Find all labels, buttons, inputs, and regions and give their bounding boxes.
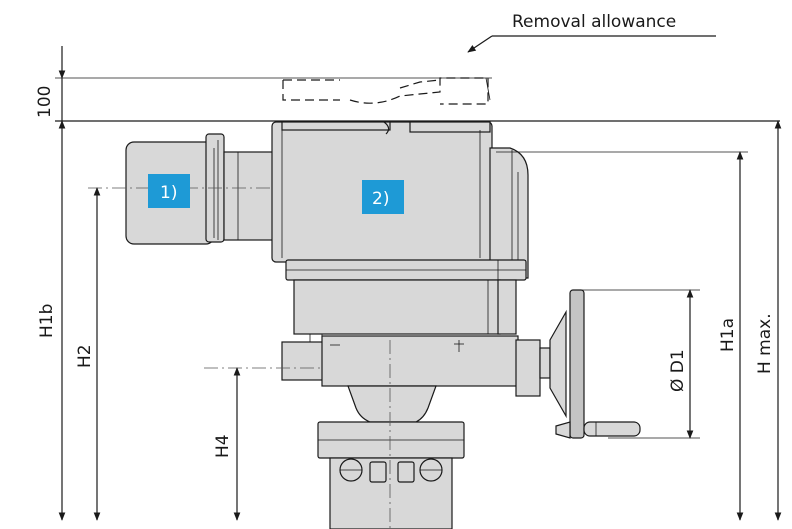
dimension-h4-label: H4 xyxy=(213,434,233,458)
removal-allowance-outline xyxy=(282,77,491,105)
handwheel xyxy=(539,289,641,439)
removal-allowance-label: Removal allowance xyxy=(512,12,676,32)
dimension-h1a-label: H1a xyxy=(718,318,738,352)
dimension-hmax-label: H max. xyxy=(755,313,775,374)
dimension-lines xyxy=(58,46,782,521)
dimension-h1b-label: H1b xyxy=(37,304,57,338)
removal-allowance-annotation: Removal allowance xyxy=(467,12,716,53)
callout-actuator: 2) xyxy=(362,180,404,214)
dimension-100-label: 100 xyxy=(35,86,55,118)
callout-motor: 1) xyxy=(148,174,190,208)
actuator-body xyxy=(271,121,529,345)
callout-motor-label: 1) xyxy=(160,183,177,203)
valve-attachment xyxy=(281,335,541,529)
callout-actuator-label: 2) xyxy=(372,189,389,209)
dimension-h2-label: H2 xyxy=(75,344,95,368)
dimension-d1-label: Ø D1 xyxy=(668,349,688,392)
